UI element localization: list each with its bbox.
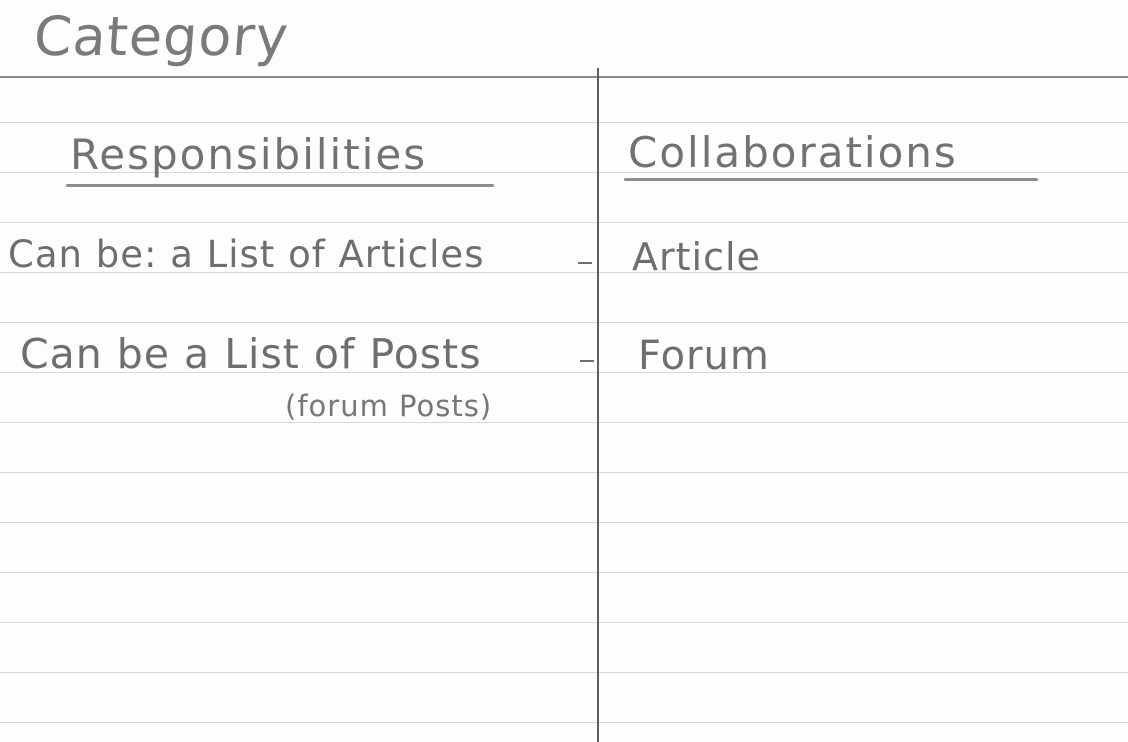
ruled-line	[0, 222, 1128, 223]
ruled-line	[0, 272, 1128, 273]
responsibility-item: Can be a List of Posts	[20, 330, 482, 378]
card-title: Category	[31, 5, 291, 68]
collaboration-item: Article	[632, 235, 761, 279]
responsibilities-header-underline	[66, 184, 494, 187]
ruled-line	[0, 572, 1128, 573]
ruled-line	[0, 122, 1128, 123]
ruled-line	[0, 322, 1128, 323]
ruled-line	[0, 372, 1128, 373]
connector-dash	[578, 262, 592, 264]
ruled-line	[0, 172, 1128, 173]
ruled-line	[0, 672, 1128, 673]
ruled-line	[0, 722, 1128, 723]
collaborations-header: Collaborations	[628, 128, 958, 177]
ruled-line	[0, 622, 1128, 623]
column-divider	[597, 68, 599, 742]
responsibility-note: (forum Posts)	[285, 389, 493, 423]
ruled-line	[0, 472, 1128, 473]
responsibility-item: Can be: a List of Articles	[8, 233, 485, 276]
collaborations-header-underline	[624, 178, 1038, 181]
connector-dash	[580, 360, 594, 362]
header-rule	[0, 76, 1128, 78]
collaboration-item: Forum	[638, 333, 770, 379]
ruled-line	[0, 522, 1128, 523]
responsibilities-header: Responsibilities	[70, 130, 428, 179]
ruled-line	[0, 422, 1128, 423]
